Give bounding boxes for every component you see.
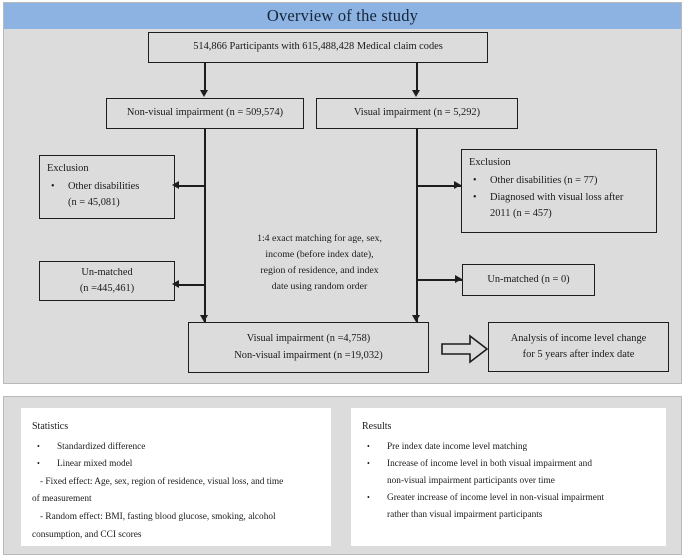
list-item-line2: rather than visual impairment participan… [387,509,543,520]
list-item-line2: non-visual impairment participants over … [387,475,555,486]
box-non-visual-impairment-line1: Non-visual impairment (n = 509,574) [126,107,284,119]
arrow-top-to-visual [412,90,420,97]
connector-to-exclusion-right [417,185,461,187]
box-unmatched-right: Un-matched (n = 0) [462,264,595,296]
results-title: Results [362,421,392,432]
arrow-top-to-nonvisual [200,90,208,97]
box-analysis: Analysis of income level change for 5 ye… [488,322,669,372]
connector-to-unmatched-left [179,284,205,286]
flowchart-panel: Overview of the study 514,866 Participan… [3,2,682,384]
matching-note: 1:4 exact matching for age, sex, income … [237,231,402,294]
box-visual-impairment: Visual impairment (n = 5,292) [316,98,518,129]
list-item: • Other disabilities (n = 45,081) [47,179,168,211]
list-item-line1: Greater increase of income level in non-… [387,493,605,504]
list-item: • Linear mixed model [32,456,322,473]
list-item-text: Standardized difference [57,441,146,452]
matching-note-line3: region of residence, and index [260,264,379,276]
bullet-icon: • [473,192,477,204]
box-unmatched-left: Un-matched (n =445,461) [39,261,175,301]
results-card: Results • Pre index date income level ma… [351,408,666,546]
list-item-sub: 2011 (n = 457) [490,208,552,220]
connector-to-exclusion-left [179,185,205,187]
list-item-sub: (n = 45,081) [68,197,120,209]
box-matched-cohort: Visual impairment (n =4,758) Non-visual … [188,322,429,373]
list-item-main: Diagnosed with visual loss after [490,192,624,204]
list-item-text: Linear mixed model [57,459,133,470]
bullet-icon: • [367,459,370,469]
block-arrow-right-icon [441,334,489,364]
matching-note-line2: income (before index date), [265,248,374,260]
arrow-to-exclusion-left [172,181,179,189]
figure-title-bar: Overview of the study [4,3,681,29]
matching-note-line1: 1:4 exact matching for age, sex, [257,233,382,244]
box-exclusion-left: Exclusion • Other disabilities (n = 45,0… [39,155,175,219]
statistics-note-random-effect-line1: - Random effect: BMI, fasting blood gluc… [40,511,276,522]
bullet-icon: • [37,441,40,451]
bullet-icon: • [51,181,55,193]
bullet-icon: • [37,459,40,469]
box-analysis-line1: Analysis of income level change [510,332,647,344]
list-item-line1: Pre index date income level matching [387,441,528,452]
arrow-nonvisual-to-final [200,315,208,322]
box-unmatched-right-line1: Un-matched (n = 0) [487,273,570,285]
bullet-icon: • [367,441,370,451]
list-item-line1: Increase of income level in both visual … [387,459,592,470]
arrow-to-unmatched-right [455,275,462,283]
statistics-note-random-effect-line2: consumption, and CCI scores [32,529,142,540]
results-bullet-list: • Pre index date income level matching •… [362,439,657,524]
box-exclusion-right-list: • Other disabilities (n = 77) • Diagnose… [469,173,650,223]
box-unmatched-left-line1: Un-matched [81,266,133,278]
list-item: • Pre index date income level matching [362,439,657,456]
box-unmatched-left-line2: (n =445,461) [79,283,135,294]
bullet-icon: • [473,175,477,187]
list-item-main: Other disabilities [68,181,140,193]
box-exclusion-right-header: Exclusion [469,157,511,168]
box-matched-cohort-line2: Non-visual impairment (n =19,032) [234,349,383,361]
matching-note-line4: date using random order [271,280,368,292]
summary-panel: Statistics • Standardized difference • L… [3,396,682,555]
arrow-to-exclusion-right [454,181,461,189]
bullet-icon: • [367,493,370,503]
box-exclusion-left-header: Exclusion [47,163,89,174]
connector-nonvisual-spine [204,129,206,329]
box-exclusion-right: Exclusion • Other disabilities (n = 77) … [461,149,657,233]
statistics-note-fixed-effect-line1: - Fixed effect: Age, sex, region of resi… [40,476,284,487]
box-total-participants-line1: 514,866 Participants with 615,488,428 Me… [193,41,443,53]
arrow-visual-to-final [412,315,420,322]
arrow-to-unmatched-left [172,280,179,288]
connector-visual-spine [416,129,418,329]
box-visual-impairment-line1: Visual impairment (n = 5,292) [353,107,481,119]
box-matched-cohort-line1: Visual impairment (n =4,758) [246,333,371,345]
list-item: • Standardized difference [32,439,322,456]
box-analysis-line2: for 5 years after index date [522,349,635,360]
statistics-card: Statistics • Standardized difference • L… [21,408,331,546]
list-item: • Greater increase of income level in no… [362,490,657,523]
connector-top-to-visual-vertical [416,63,418,90]
statistics-title: Statistics [32,421,69,432]
page-title: Overview of the study [266,6,419,25]
box-non-visual-impairment: Non-visual impairment (n = 509,574) [106,98,304,129]
statistics-bullet-list: • Standardized difference • Linear mixed… [32,439,322,473]
box-total-participants: 514,866 Participants with 615,488,428 Me… [148,32,488,63]
list-item: • Increase of income level in both visua… [362,456,657,489]
list-item: • Other disabilities (n = 77) [469,173,650,189]
connector-top-to-nonvisual-vertical [204,63,206,90]
list-item: • Diagnosed with visual loss after 2011 … [469,190,650,222]
list-item-main: Other disabilities (n = 77) [490,175,598,187]
connector-to-unmatched-right [417,279,462,281]
box-exclusion-left-list: • Other disabilities (n = 45,081) [47,179,168,212]
statistics-note-fixed-effect-line2: of measurement [32,494,92,505]
